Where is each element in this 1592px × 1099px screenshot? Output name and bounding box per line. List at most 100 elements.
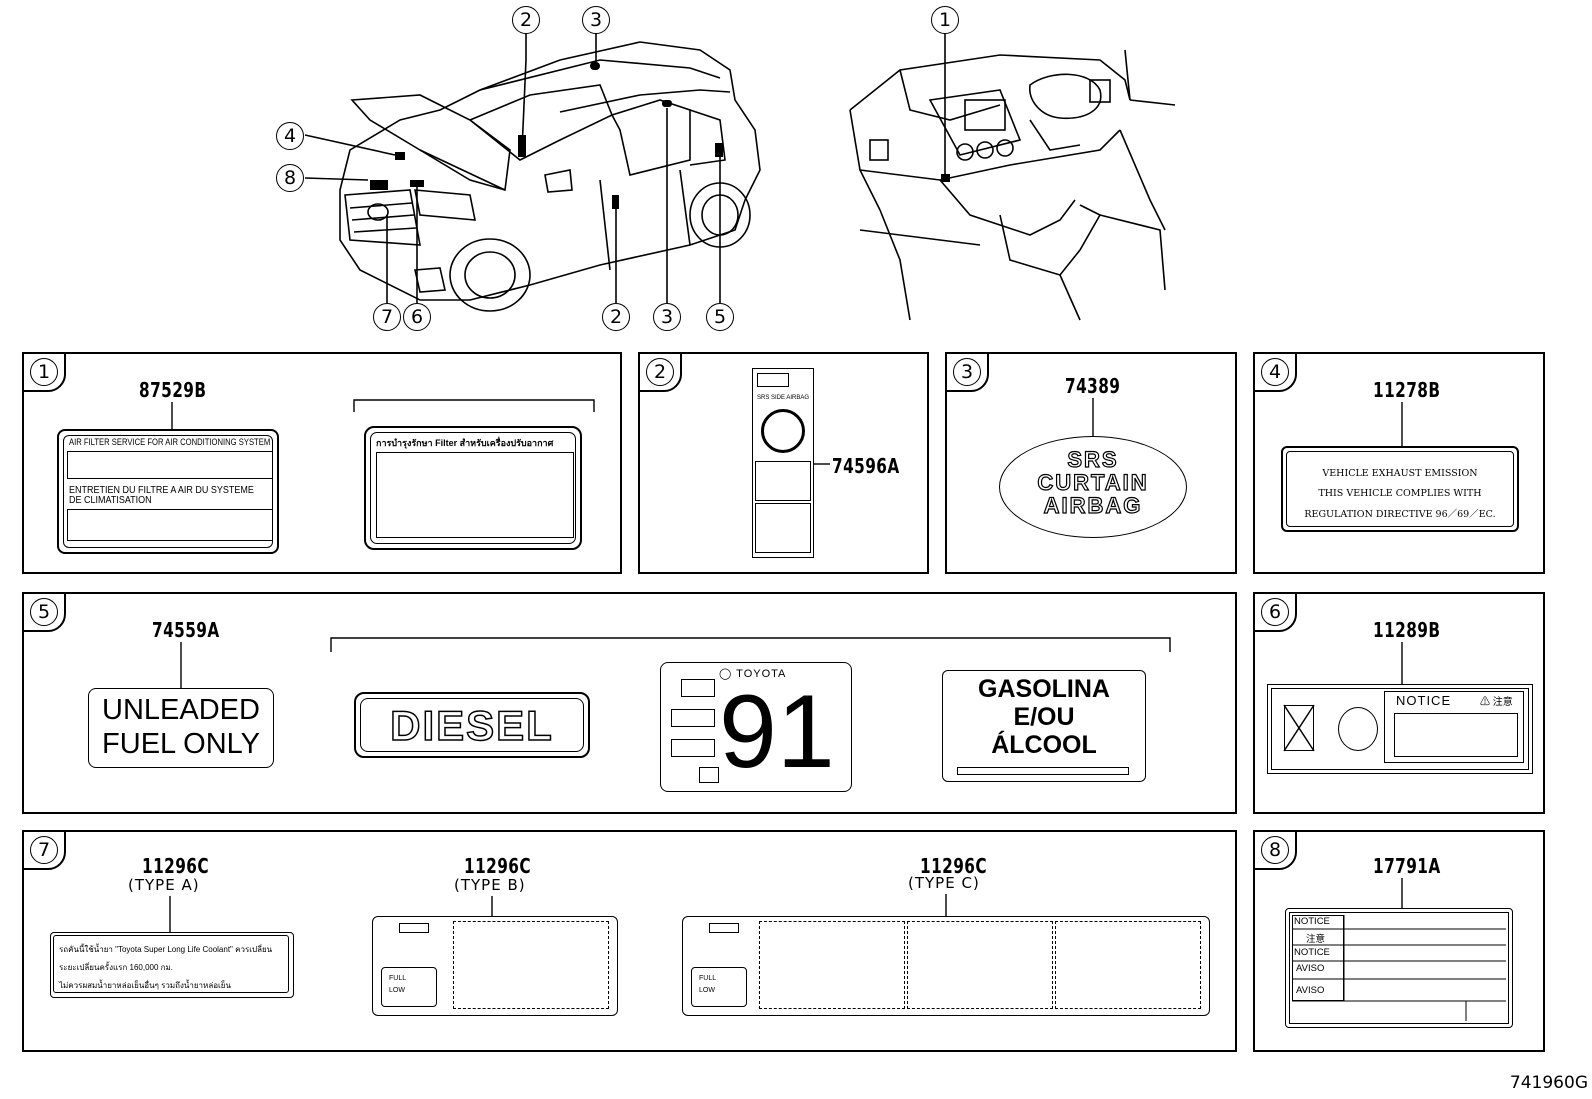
no-open-hot-icon <box>1284 705 1314 751</box>
panel-tab: 8 <box>1253 830 1297 870</box>
label-text: SRS <box>1067 446 1119 472</box>
panel-tab: 7 <box>22 830 66 870</box>
panel-4: 4 11278B VEHICLE EXHAUST EMISSION THIS V… <box>1253 352 1545 574</box>
label-text: AIRBAG <box>1043 492 1143 518</box>
part-number: 74389 <box>1065 374 1121 398</box>
label-text: NOTICE <box>1294 916 1330 927</box>
part-number: 87529B <box>139 378 207 402</box>
callout-8: 8 <box>276 164 304 192</box>
callout-3-bottom: 3 <box>653 303 681 331</box>
label-text: NOTICE <box>1294 947 1330 958</box>
leader-lines <box>171 399 595 434</box>
label-text: FULL <box>389 975 407 982</box>
label-text: GASOLINA <box>978 675 1110 703</box>
panel-1: 1 87529B AIR FILTER SERVICE FOR AIR COND… <box>22 352 622 574</box>
no-child-seat-icon <box>761 409 805 453</box>
label-text: DIESEL <box>389 701 554 750</box>
callout-1: 1 <box>931 6 959 34</box>
label-text: SRS SIDE AIRBAG <box>757 395 810 401</box>
label-text: THIS VEHICLE COMPLIES WITH <box>1318 488 1482 499</box>
callout-2-top: 2 <box>512 6 540 34</box>
label-text: LOW <box>699 987 715 994</box>
part-number-type-a: 11296C <box>142 854 209 878</box>
toyota-logo: ◯ TOYOTA <box>719 668 787 680</box>
reservoir-cap-icon <box>1338 707 1378 751</box>
label-text: การบำรุงรักษา Filter สำหรับเครื่องปรับอา… <box>376 438 554 448</box>
vehicle-exterior-drawing <box>304 32 761 312</box>
panel-number: 8 <box>1261 836 1289 864</box>
label-coolant-type-c: FULL LOW <box>682 916 1210 1016</box>
panel-number: 1 <box>30 358 58 386</box>
label-text: AIR FILTER SERVICE FOR AIR CONDITIONING … <box>69 437 271 447</box>
label-text: ENTRETIEN DU FILTRE A AIR DU SYSTEME <box>69 485 254 496</box>
label-ac-filter-thai: การบำรุงรักษา Filter สำหรับเครื่องปรับอา… <box>364 426 582 550</box>
label-text: รถคันนี้ใช้น้ำยา "Toyota Super Long Life… <box>59 945 273 954</box>
panel-number: 7 <box>30 836 58 864</box>
leader-lines <box>169 894 947 932</box>
label-notice-coolant: NOTICE ⚠ 注意 <box>1267 684 1533 774</box>
callout-5: 5 <box>706 303 734 331</box>
panel-3: 3 74389 SRS CURTAIN AIRBAG <box>945 352 1237 574</box>
label-text: ÁLCOOL <box>991 731 1097 759</box>
coolant-jug-icon <box>381 967 437 1007</box>
label-exhaust-emission: VEHICLE EXHAUST EMISSION THIS VEHICLE CO… <box>1281 446 1519 532</box>
label-text: AVISO <box>1296 985 1325 996</box>
diagram-code: 741960G <box>1509 1073 1588 1093</box>
interior-dashboard-drawing <box>849 32 1176 321</box>
panel-number: 4 <box>1261 358 1289 386</box>
callout-2-bottom: 2 <box>602 303 630 331</box>
label-srs-curtain-airbag: SRS CURTAIN AIRBAG <box>999 436 1187 538</box>
leader-lines <box>180 637 1171 688</box>
type-b-caption: (TYPE B) <box>454 876 526 894</box>
label-text: DE CLIMATISATION <box>69 495 152 506</box>
part-number: 11278B <box>1373 378 1441 402</box>
leader-lines <box>1401 878 1403 908</box>
part-number-type-b: 11296C <box>464 854 531 878</box>
label-gasolina: GASOLINA E/OU ÁLCOOL <box>942 670 1146 782</box>
label-text: LOW <box>389 987 405 994</box>
part-number: 74559A <box>152 618 220 642</box>
label-text: FUEL ONLY <box>102 728 260 760</box>
label-notice-multilingual: NOTICE 注意 NOTICE AVISO AVISO <box>1285 908 1513 1028</box>
label-unleaded-fuel: UNLEADED FUEL ONLY <box>88 688 274 768</box>
panel-7: 7 11296C (TYPE A) 11296C (TYPE B) 11296C… <box>22 830 1237 1052</box>
panel-number: 5 <box>30 598 58 626</box>
label-coolant-type-b: FULL LOW <box>372 916 618 1016</box>
warning-icon: ⚠ 注意 <box>1480 697 1513 708</box>
label-text: ไม่ควรผสมน้ำยาหล่อเย็นอื่นๆ รวมถึงน้ำยาห… <box>59 981 231 990</box>
label-octane-91: ◯ TOYOTA 91 <box>660 662 852 792</box>
panel-tab: 1 <box>22 352 66 392</box>
label-text: E/OU <box>1013 703 1075 731</box>
label-diesel: DIESEL <box>354 692 590 758</box>
panel-5: 5 74559A UNLEADED FUEL ONLY DIESEL ◯ TOY… <box>22 592 1237 814</box>
label-text: ระยะเปลี่ยนครั้งแรก 160,000 กม. <box>59 963 174 972</box>
label-coolant-type-a: รถคันนี้ใช้น้ำยา "Toyota Super Long Life… <box>50 932 294 998</box>
panel-2: 2 SRS SIDE AIRBAG 74596A <box>638 352 929 574</box>
label-side-airbag: SRS SIDE AIRBAG <box>752 368 814 558</box>
coolant-jug-icon <box>691 967 747 1007</box>
label-text: FULL <box>699 975 717 982</box>
type-a-caption: (TYPE A) <box>128 876 200 894</box>
type-c-caption: (TYPE C) <box>908 874 980 892</box>
label-text: 注意 <box>1306 934 1326 945</box>
leader-lines <box>1401 642 1403 684</box>
panel-tab: 2 <box>638 352 682 392</box>
label-text: 注意 <box>1492 697 1513 708</box>
label-text: CURTAIN <box>1037 469 1149 495</box>
label-text: UNLEADED <box>102 694 260 726</box>
part-number: 17791A <box>1373 854 1441 878</box>
part-number-type-c: 11296C <box>920 854 987 878</box>
panel-number: 3 <box>953 358 981 386</box>
callout-3-top: 3 <box>582 6 610 34</box>
part-number: 11289B <box>1373 618 1441 642</box>
callout-6: 6 <box>403 303 431 331</box>
label-text: VEHICLE EXHAUST EMISSION <box>1322 468 1478 479</box>
panel-tab: 3 <box>945 352 989 392</box>
part-number: 74596A <box>832 454 900 478</box>
callout-7: 7 <box>373 303 401 331</box>
panel-tab: 5 <box>22 592 66 632</box>
callout-4: 4 <box>276 122 304 150</box>
panel-number: 2 <box>646 358 674 386</box>
leader-lines <box>1401 402 1403 446</box>
label-text: AVISO <box>1296 963 1325 974</box>
